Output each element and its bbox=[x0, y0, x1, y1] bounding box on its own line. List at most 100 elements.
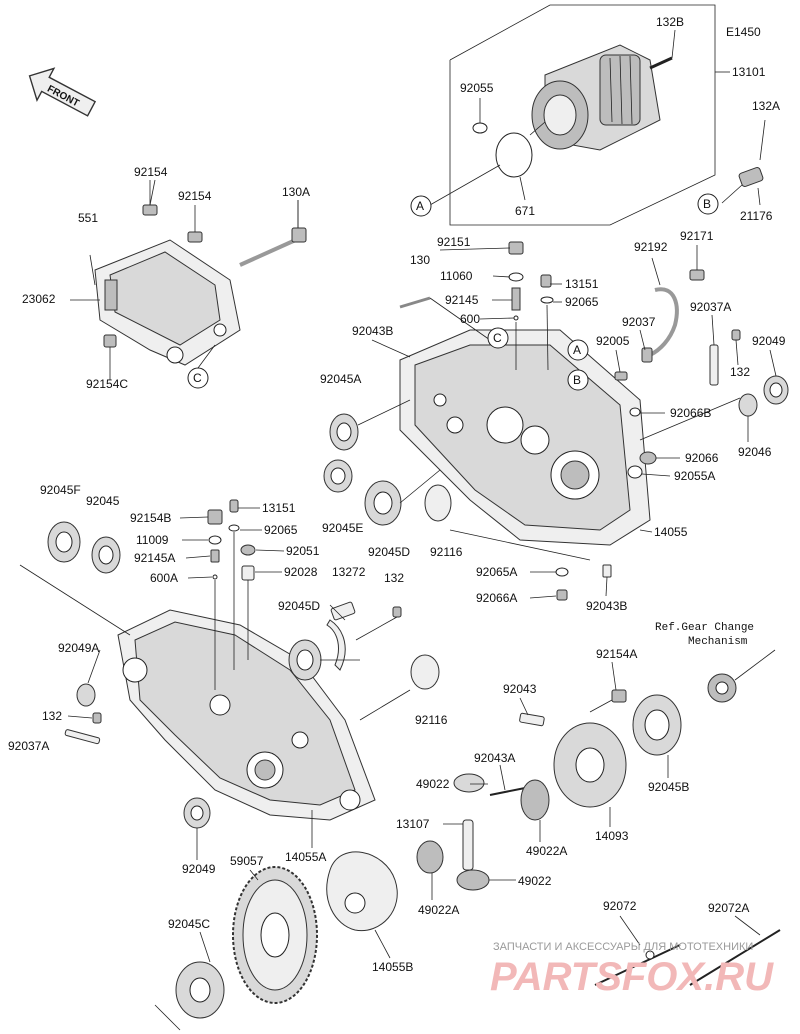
part-label: 132 bbox=[42, 709, 62, 723]
part-label: 21176 bbox=[740, 209, 773, 223]
part-label: 92043B bbox=[586, 599, 627, 613]
part-label: 13151 bbox=[262, 501, 296, 515]
part-label: 92065 bbox=[565, 295, 599, 309]
part-label: 92049 bbox=[752, 334, 786, 348]
part-label: 92049A bbox=[58, 641, 99, 655]
callout-c-bracket: C bbox=[187, 367, 209, 389]
part-label: 92072A bbox=[708, 901, 749, 915]
upper-bearings bbox=[323, 399, 612, 601]
part-label: 132 bbox=[384, 571, 404, 585]
motor-assembly bbox=[531, 44, 661, 151]
part-label: 130A bbox=[282, 185, 310, 199]
crankcase-14055a bbox=[117, 609, 376, 821]
part-label: 600A bbox=[150, 571, 178, 585]
part-label: 92045B bbox=[648, 780, 689, 794]
part-label: 11009 bbox=[136, 533, 169, 547]
part-label: 92066B bbox=[670, 406, 711, 420]
part-label: 92037A bbox=[690, 300, 731, 314]
part-label: 92045D bbox=[368, 545, 410, 559]
right-upper-parts bbox=[614, 269, 789, 479]
watermark-line1: ЗАПЧАСТИ И АКСЕССУАРЫ ДЛЯ МОТОТЕХНИКИ bbox=[493, 941, 753, 953]
part-label: 13151 bbox=[565, 277, 599, 291]
part-label: 92154B bbox=[130, 511, 171, 525]
part-label: 551 bbox=[78, 211, 98, 225]
motor-group-outline bbox=[449, 4, 730, 226]
part-label: 49022A bbox=[418, 903, 459, 917]
part-label: 92037 bbox=[622, 315, 656, 329]
part-label: 11060 bbox=[440, 269, 473, 283]
part-label: 92066A bbox=[476, 591, 517, 605]
part-label: 14055A bbox=[285, 850, 326, 864]
part-label: 92145A bbox=[134, 551, 175, 565]
part-label: 92055 bbox=[460, 81, 494, 95]
part-label: 92045F bbox=[40, 483, 81, 497]
leader-lines bbox=[67, 179, 777, 963]
callout-label: A bbox=[573, 343, 581, 357]
part-label: 13101 bbox=[732, 65, 766, 79]
part-label: 92051 bbox=[286, 544, 320, 558]
part-label: 92154A bbox=[596, 647, 637, 661]
part-label: 92028 bbox=[284, 565, 318, 579]
part-label: 49022 bbox=[416, 777, 450, 791]
callout-label: A bbox=[416, 199, 424, 213]
part-label: 92154 bbox=[134, 165, 168, 179]
part-label: 13107 bbox=[396, 817, 430, 831]
callout-label: B bbox=[703, 197, 711, 211]
differential-parts bbox=[326, 649, 776, 932]
gear-59057 bbox=[232, 866, 318, 1004]
part-label: 92154 bbox=[178, 189, 212, 203]
part-label: 92005 bbox=[596, 334, 630, 348]
part-label: 14055 bbox=[654, 525, 688, 539]
left-bearings bbox=[19, 521, 131, 745]
part-label: 92066 bbox=[685, 451, 719, 465]
rods-92072 bbox=[594, 929, 781, 986]
part-label: 92151 bbox=[437, 235, 471, 249]
callout-b-case: B bbox=[567, 369, 589, 391]
part-label: 92154C bbox=[86, 377, 128, 391]
front-arrow: FRONT bbox=[28, 67, 97, 117]
part-label: 92049 bbox=[182, 862, 216, 876]
part-label: 92072 bbox=[603, 899, 637, 913]
part-label: 92045D bbox=[278, 599, 320, 613]
part-label: 132A bbox=[752, 99, 780, 113]
part-label: 92145 bbox=[445, 293, 479, 307]
part-label: 23062 bbox=[22, 292, 56, 306]
callout-b-top: B bbox=[697, 193, 719, 215]
bolt-130a bbox=[239, 200, 307, 267]
o-ring-92055 bbox=[472, 122, 488, 134]
part-label: 49022A bbox=[526, 844, 567, 858]
part-label: 92116 bbox=[430, 545, 463, 559]
part-label: 92045 bbox=[86, 494, 120, 508]
part-label: 13272 bbox=[332, 565, 366, 579]
bearing-92045c bbox=[154, 961, 225, 1031]
watermark: ЗАПЧАСТИ И АКСЕССУАРЫ ДЛЯ МОТОТЕХНИКИ PA… bbox=[490, 941, 774, 999]
part-label: 92043A bbox=[474, 751, 515, 765]
part-label: 92046 bbox=[738, 445, 772, 459]
part-label: 92055A bbox=[674, 469, 715, 483]
part-label: 59057 bbox=[230, 854, 264, 868]
o-ring-671 bbox=[495, 132, 533, 178]
callout-label: C bbox=[193, 371, 202, 385]
bracket-23062 bbox=[70, 239, 241, 366]
part-label: 92037A bbox=[8, 739, 49, 753]
bolt-92154 bbox=[103, 180, 203, 380]
part-label: 14093 bbox=[595, 829, 629, 843]
part-label: 14055B bbox=[372, 960, 413, 974]
part-label: 130 bbox=[410, 253, 430, 267]
watermark-logo: PARTSFOX.RU bbox=[490, 955, 774, 999]
part-label: 132B bbox=[656, 15, 684, 29]
sensor-21176 bbox=[721, 119, 766, 206]
diagram-code: E1450 bbox=[726, 25, 761, 39]
part-label: 92043 bbox=[503, 682, 537, 696]
part-label: 132 bbox=[730, 365, 750, 379]
part-label: 92065 bbox=[264, 523, 298, 537]
part-label: 600 bbox=[460, 312, 480, 326]
part-label: 92045A bbox=[320, 372, 361, 386]
part-label: 92045C bbox=[168, 917, 210, 931]
part-label: 92065A bbox=[476, 565, 517, 579]
ref-note-line1: Ref.Gear Change bbox=[655, 622, 754, 634]
bolt-132b bbox=[649, 29, 676, 70]
part-labels: E1450 132B 13101 92055 671 132A 21176 92… bbox=[8, 15, 786, 974]
part-label: 92045E bbox=[322, 521, 363, 535]
